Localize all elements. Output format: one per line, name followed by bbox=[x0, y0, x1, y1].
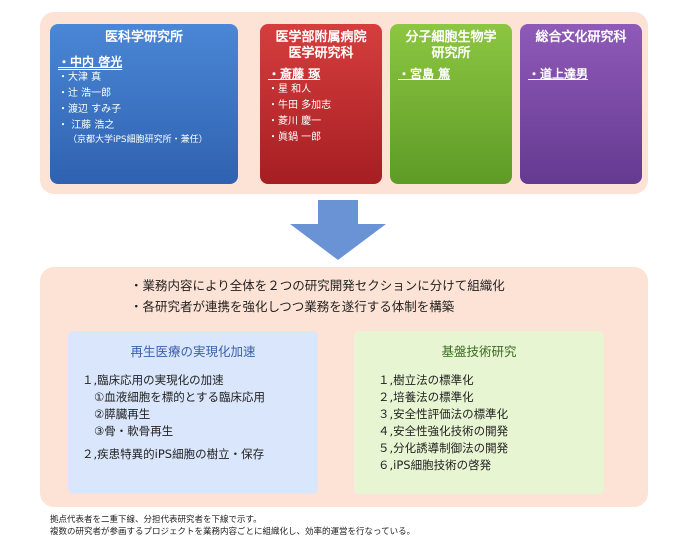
section-regenerative-medicine: 再生医療の実現化加速 １,臨床応用の実現化の加速 ①血液細胞を標的とする臨床応用… bbox=[68, 331, 318, 494]
institute-box-iam: 分子細胞生物学 研究所 宮島 篤 bbox=[390, 24, 512, 184]
institute-title-line1: 医学部附属病院 bbox=[275, 30, 367, 45]
member: 江藤 浩之 bbox=[71, 120, 115, 131]
member-with-note: 江藤 浩之 （京都大学iPS細胞研究所・兼任） bbox=[58, 118, 230, 147]
section-subitem: ③骨・軟骨再生 bbox=[94, 424, 174, 438]
summary-item: 各研究者が連携を強化しつつ業務を遂行する体制を構築 bbox=[130, 296, 505, 317]
member: 牛田 多加志 bbox=[268, 98, 374, 114]
footnote-line: 拠点代表者を二重下線、分担代表研究者を下線で示す。 bbox=[50, 515, 262, 525]
section-item: ６,iPS細胞技術の啓発 bbox=[378, 458, 492, 472]
section-item-list: １,臨床応用の実現化の加速 ①血液細胞を標的とする臨床応用 ②膵臓再生 ③骨・軟… bbox=[80, 372, 306, 463]
member: 辻 浩一郎 bbox=[58, 86, 230, 102]
section-item: ２,培養法の標準化 bbox=[378, 390, 474, 404]
institute-box-hospital: 医学部附属病院 医学研究科 斎藤 琢 星 和人 牛田 多加志 菱川 慶一 眞鍋 … bbox=[260, 24, 382, 184]
section-subitem: ①血液細胞を標的とする臨床応用 bbox=[94, 390, 265, 404]
down-arrow-icon bbox=[290, 200, 386, 260]
member: 渡辺 すみ子 bbox=[58, 102, 230, 118]
member-list: 斎藤 琢 星 和人 牛田 多加志 菱川 慶一 眞鍋 一郎 bbox=[268, 66, 374, 146]
lead-researcher: 斎藤 琢 bbox=[268, 66, 374, 82]
institutes-panel: 医科学研究所 中内 啓光 大津 真 辻 浩一郎 渡辺 すみ子 江藤 浩之 （京都… bbox=[40, 12, 648, 194]
member: 眞鍋 一郎 bbox=[268, 130, 374, 146]
member: 菱川 慶一 bbox=[268, 114, 374, 130]
section-title: 再生医療の実現化加速 bbox=[130, 344, 256, 359]
member-list: 宮島 篤 bbox=[398, 66, 504, 82]
organization-panel: 業務内容により全体を２つの研究開発セクションに分けて組織化 各研究者が連携を強化… bbox=[40, 267, 648, 507]
institute-box-ims: 医科学研究所 中内 啓光 大津 真 辻 浩一郎 渡辺 すみ子 江藤 浩之 （京都… bbox=[50, 24, 238, 184]
institute-title-line2: 医学研究科 bbox=[288, 46, 354, 61]
member: 星 和人 bbox=[268, 82, 374, 98]
summary-item: 業務内容により全体を２つの研究開発セクションに分けて組織化 bbox=[130, 275, 505, 296]
member-list: 中内 啓光 大津 真 辻 浩一郎 渡辺 すみ子 江藤 浩之 （京都大学iPS細胞… bbox=[58, 54, 230, 147]
section-item-list: １,樹立法の標準化 ２,培養法の標準化 ３,安全性評価法の標準化 ４,安全性強化… bbox=[366, 372, 592, 474]
member-note: （京都大学iPS細胞研究所・兼任） bbox=[68, 135, 208, 145]
section-item: ５,分化誘導制御法の開発 bbox=[378, 441, 509, 455]
footnote: 拠点代表者を二重下線、分担代表研究者を下線で示す。 複数の研究者が参画するプロジ… bbox=[50, 514, 415, 538]
institute-title-line1: 分子細胞生物学 bbox=[405, 30, 497, 45]
member-list: 道上達男 bbox=[528, 66, 634, 82]
institute-title-line2: 研究所 bbox=[431, 46, 471, 61]
institute-title: 医科学研究所 bbox=[104, 30, 183, 45]
section-item: ４,安全性強化技術の開発 bbox=[378, 424, 509, 438]
lead-researcher: 中内 啓光 bbox=[58, 54, 230, 70]
section-item: ２,疾患特異的iPS細胞の樹立・保存 bbox=[82, 447, 265, 461]
lead-researcher: 宮島 篤 bbox=[398, 66, 504, 82]
section-subitem: ②膵臓再生 bbox=[94, 407, 151, 421]
section-fundamental-technology: 基盤技術研究 １,樹立法の標準化 ２,培養法の標準化 ３,安全性評価法の標準化 … bbox=[354, 331, 604, 494]
footnote-line: 複数の研究者が参画するプロジェクトを業務内容ごとに組織化し、効率的運営を行なって… bbox=[50, 527, 416, 537]
section-item: １,樹立法の標準化 bbox=[378, 373, 474, 387]
section-item: ３,安全性評価法の標準化 bbox=[378, 407, 509, 421]
summary-list: 業務内容により全体を２つの研究開発セクションに分けて組織化 各研究者が連携を強化… bbox=[130, 275, 505, 317]
section-title: 基盤技術研究 bbox=[441, 344, 517, 359]
institute-title: 総合文化研究科 bbox=[535, 30, 627, 45]
member: 大津 真 bbox=[58, 70, 230, 86]
lead-researcher: 道上達男 bbox=[528, 66, 634, 82]
section-item: １,臨床応用の実現化の加速 bbox=[82, 373, 224, 387]
institute-box-arts-sciences: 総合文化研究科 道上達男 bbox=[520, 24, 642, 184]
